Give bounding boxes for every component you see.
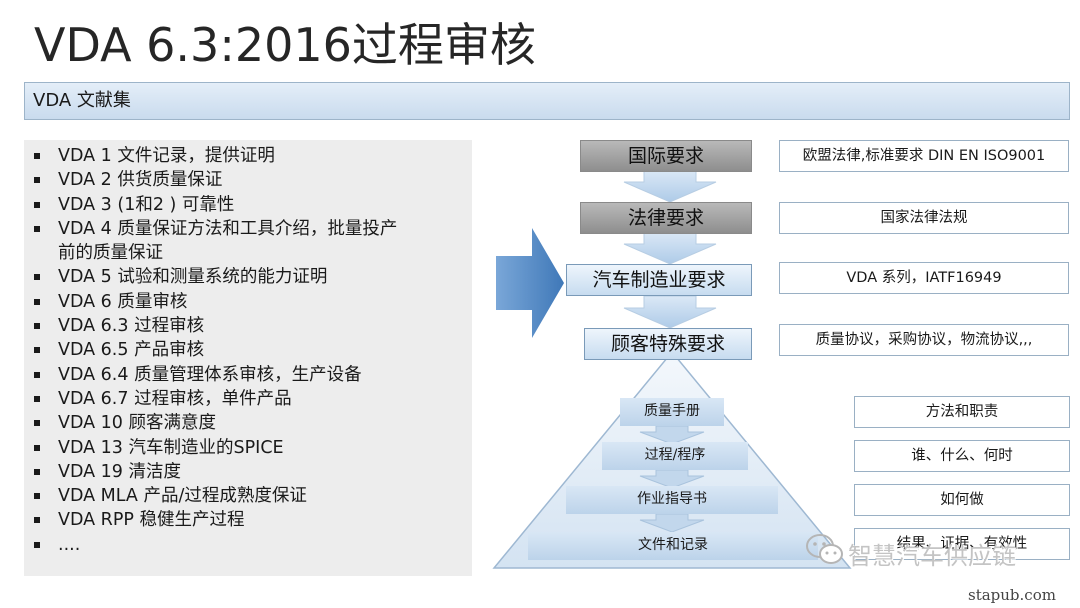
list-item: VDA 2 供货质量保证	[32, 168, 468, 192]
pyramid-note-quality-manual: 方法和职责	[854, 396, 1070, 428]
list-item: VDA 13 汽车制造业的SPICE	[32, 436, 468, 460]
vda-document-list: VDA 1 文件记录，提供证明 VDA 2 供货质量保证 VDA 3 (1和2 …	[32, 144, 468, 557]
requirement-note-automotive: VDA 系列，IATF16949	[779, 262, 1069, 294]
requirement-box-customer: 顾客特殊要求	[584, 328, 752, 360]
list-item: VDA MLA 产品/过程成熟度保证	[32, 484, 468, 508]
pyramid-tier-work-instruction: 作业指导书	[566, 486, 778, 514]
requirement-note-customer: 质量协议，采购协议，物流协议,,,	[779, 324, 1069, 356]
site-url: stapub.com	[968, 586, 1056, 604]
down-arrow-icon	[623, 169, 717, 203]
pyramid-note-process: 谁、什么、何时	[854, 440, 1070, 472]
pyramid-tier-process: 过程/程序	[602, 442, 748, 470]
list-item: VDA 1 文件记录，提供证明	[32, 144, 468, 168]
big-right-arrow-icon	[496, 228, 564, 338]
requirement-box-legal: 法律要求	[580, 202, 752, 234]
pyramid-note-records: 结果、证据、有效性	[854, 528, 1070, 560]
list-item: VDA 3 (1和2 ) 可靠性	[32, 193, 468, 217]
down-arrow-icon	[623, 231, 717, 265]
pyramid-note-work-instruction: 如何做	[854, 484, 1070, 516]
page-title: VDA 6.3:2016过程审核	[34, 18, 536, 72]
list-item: VDA 10 顾客满意度	[32, 411, 468, 435]
list-item: ....	[32, 533, 468, 557]
section-banner: VDA 文献集	[24, 82, 1070, 120]
watermark-text: 智慧汽车供应链	[848, 542, 1016, 570]
requirement-note-legal: 国家法律法规	[779, 202, 1069, 234]
down-arrow-icon	[639, 513, 705, 533]
pyramid-tier-records: 文件和记录	[528, 532, 818, 560]
requirement-box-automotive: 汽车制造业要求	[566, 264, 752, 296]
list-item: VDA 6 质量审核	[32, 290, 468, 314]
down-arrow-icon	[623, 295, 717, 329]
requirement-box-international: 国际要求	[580, 140, 752, 172]
requirement-note-international: 欧盟法律,标准要求 DIN EN ISO9001	[779, 140, 1069, 172]
pyramid-tier-quality-manual: 质量手册	[620, 398, 724, 426]
vda-document-list-panel: VDA 1 文件记录，提供证明 VDA 2 供货质量保证 VDA 3 (1和2 …	[24, 140, 472, 576]
list-item: VDA 6.5 产品审核	[32, 338, 468, 362]
list-item: VDA 5 试验和测量系统的能力证明	[32, 265, 468, 289]
list-item: VDA 6.4 质量管理体系审核，生产设备	[32, 363, 468, 387]
list-item: VDA 4 质量保证方法和工具介绍，批量投产	[32, 217, 468, 241]
wechat-logo-icon	[806, 534, 843, 564]
list-item: VDA RPP 稳健生产过程	[32, 508, 468, 532]
list-item-continuation: 前的质量保证	[58, 243, 163, 264]
list-item: VDA 19 清洁度	[32, 460, 468, 484]
list-item: VDA 6.7 过程审核，单件产品	[32, 387, 468, 411]
list-item: VDA 6.3 过程审核	[32, 314, 468, 338]
